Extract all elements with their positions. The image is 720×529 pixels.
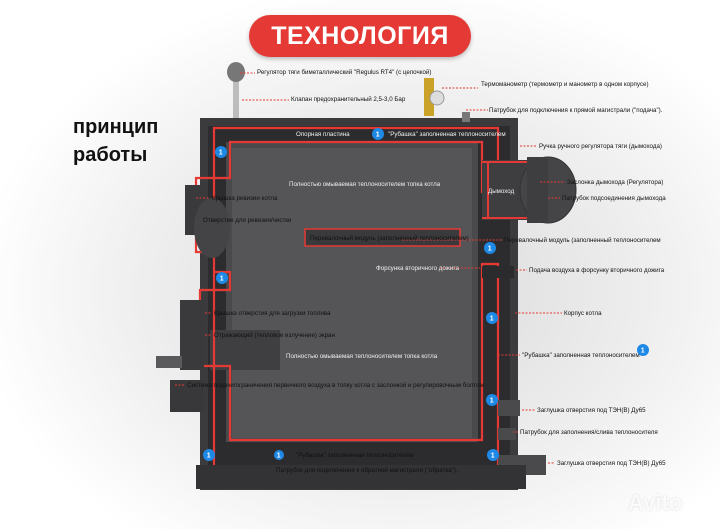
regulator-knob bbox=[227, 62, 245, 82]
label-fully-washed-bottom: Полностью омываемая теплоносителем топка… bbox=[286, 353, 438, 360]
regulator-stem bbox=[233, 68, 239, 118]
marker-dot bbox=[487, 449, 499, 461]
label-flue-pipe: Патрубок подсоединения дымохода bbox=[562, 195, 666, 202]
marker-dot bbox=[372, 128, 384, 140]
label-secondary-air: Подача воздуха в форсунку вторичного дож… bbox=[529, 267, 665, 274]
marker-number: 1 bbox=[220, 276, 224, 283]
label-chimney: Дымоход bbox=[488, 188, 515, 195]
label-damper-handle: Ручка ручного регулятора тяги (дымохода) bbox=[539, 143, 662, 150]
fuel-door-handle bbox=[156, 356, 182, 368]
avito-watermark: Avito bbox=[628, 490, 683, 515]
label-fuel-hole-cover: Крышка отверстия для загрузки топлива bbox=[214, 310, 331, 317]
marker-number: 1 bbox=[490, 398, 494, 405]
transfer-module-shape bbox=[304, 228, 461, 247]
thermomanometer-dial bbox=[429, 90, 445, 106]
inspection-hole-shape bbox=[194, 198, 230, 258]
label-valve: Клапан предохранительный 2,5-3,0 Бар bbox=[291, 96, 406, 103]
marker-dot bbox=[216, 272, 228, 284]
label-plug-bottom: Заглушка отверстия под ТЭН(В) Ду65 bbox=[557, 460, 666, 467]
leader-lines bbox=[175, 72, 565, 464]
marker-number: 1 bbox=[277, 453, 281, 460]
marker-dot bbox=[274, 450, 284, 460]
label-transfer-module-out: Перевалочный модуль (заполненный теплоно… bbox=[504, 237, 661, 244]
marker-dot bbox=[486, 312, 498, 324]
number-markers: 1 1 1 1 1 1 1 1 1 1 1 bbox=[203, 128, 649, 461]
marker-dot bbox=[484, 242, 496, 254]
marker-number: 1 bbox=[207, 453, 211, 460]
nozzle-shape bbox=[482, 266, 514, 278]
label-plug-top: Заглушка отверстия под ТЭН(В) Ду65 bbox=[537, 407, 646, 414]
fuel-door-shape bbox=[180, 300, 204, 370]
supply-pipe-shape bbox=[462, 112, 470, 122]
label-thermomanometer: Термоманометр (термометр и манометр в од… bbox=[481, 81, 649, 88]
jacket-outline bbox=[194, 126, 500, 472]
plug-top-shape bbox=[498, 400, 520, 416]
label-reflective-screen: Отражающий (тепловое излучение) экран bbox=[214, 332, 335, 339]
label-return-pipe: Патрубок для подключения к обратной маги… bbox=[276, 467, 458, 474]
label-inspection-cover: Крышка ревизии котла bbox=[212, 195, 278, 202]
marker-number: 1 bbox=[490, 316, 494, 323]
label-fully-washed-top: Полностью омываемая теплоносителем топка… bbox=[289, 181, 441, 188]
title-badge-text: ТЕХНОЛОГИЯ bbox=[271, 21, 449, 50]
flue-pipe-body bbox=[527, 157, 548, 223]
drain-pipe-shape bbox=[498, 428, 516, 440]
boiler-base bbox=[196, 465, 526, 489]
label-jacket-top: "Рубашка" заполненная теплоносителем bbox=[388, 131, 506, 138]
label-jacket-bottom: "Рубашка" заполненная теплоносителем bbox=[296, 452, 414, 459]
marker-number: 1 bbox=[491, 453, 495, 460]
label-secondary-nozzle: Форсунка вторичного дожига bbox=[376, 265, 460, 272]
title-badge: ТЕХНОЛОГИЯ bbox=[249, 15, 471, 57]
label-flue-damper: Заслонка дымохода (Регулятора) bbox=[567, 179, 663, 186]
marker-dot bbox=[486, 394, 498, 406]
valve-shape bbox=[424, 78, 434, 116]
label-transfer-module-in: Перевалочный модуль (заполненный теплоно… bbox=[310, 235, 469, 242]
marker-dot bbox=[203, 449, 215, 461]
marker-number: 1 bbox=[488, 246, 492, 253]
marker-number: 1 bbox=[641, 348, 645, 355]
marker-number: 1 bbox=[219, 150, 223, 157]
marker-dot bbox=[215, 146, 227, 158]
reflective-screen-shape bbox=[210, 330, 280, 370]
label-inspection-hole: Отверстие для ревизии/чистки bbox=[203, 217, 292, 224]
label-primary-air: Система подачи/ограничения первичного во… bbox=[187, 382, 484, 389]
firebox-inner bbox=[232, 148, 472, 438]
label-regulator: Регулятор тяги биметаллический "Regulus … bbox=[257, 69, 431, 76]
principle-heading: принцип работы bbox=[73, 116, 159, 166]
label-support-plate: Опорная пластина bbox=[296, 131, 350, 138]
marker-number: 1 bbox=[376, 132, 380, 139]
label-jacket-right: "Рубашка" заполненная теплоносителем bbox=[522, 352, 640, 359]
label-drain-pipe: Патрубок для заполнения/слива теплоносит… bbox=[520, 429, 658, 436]
label-boiler-body: Корпус котла bbox=[564, 310, 602, 317]
marker-dot bbox=[637, 344, 649, 356]
chimney-outline bbox=[482, 161, 530, 219]
label-supply-pipe: Патрубок для подключения к прямой магист… bbox=[489, 107, 663, 114]
